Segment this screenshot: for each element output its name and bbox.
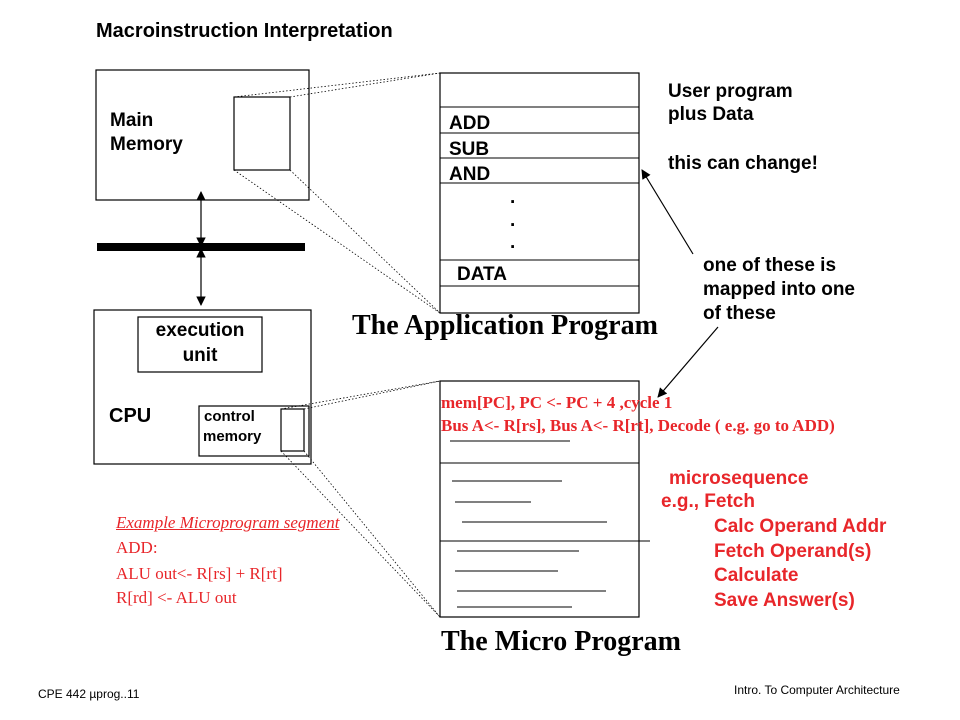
footer-left: CPE 442 µprog..11	[38, 687, 140, 701]
microsequence-step: Save Answer(s)	[714, 590, 855, 611]
main-memory-program-region	[233, 96, 291, 171]
mapping-note-line3: of these	[703, 303, 776, 324]
control-memory-label-line2: memory	[203, 428, 262, 445]
microsequence-step: Fetch Operand(s)	[714, 541, 872, 562]
micro-program-box	[439, 380, 640, 618]
control-memory-label-line1: control	[204, 408, 255, 425]
cpu-box	[93, 309, 312, 465]
user-program-note-line1: User program	[668, 81, 793, 102]
micro-instruction-fetch: mem[PC], PC <- PC + 4 ,cycle 1	[441, 393, 673, 412]
cpu-label: CPU	[109, 405, 152, 427]
zoom-line	[289, 72, 441, 98]
example-segment-line2: ALU out<- R[rs] + R[rt]	[116, 564, 283, 583]
micro-program-caption: The Micro Program	[441, 626, 682, 657]
mapping-arrow-up	[641, 169, 694, 255]
instruction-add: ADD	[449, 113, 491, 134]
user-program-note-line3: this can change!	[668, 153, 818, 174]
application-program-box	[439, 72, 640, 314]
data-label: DATA	[457, 264, 507, 285]
mapping-note-line2: mapped into one	[703, 279, 855, 300]
mapping-arrow-down	[657, 326, 719, 398]
application-program-caption: The Application Program	[352, 310, 658, 341]
microsequence-step: Calculate	[714, 565, 799, 586]
zoom-line	[233, 72, 441, 98]
microsequence-example: e.g., Fetch	[661, 491, 755, 512]
zoom-line	[280, 450, 441, 618]
main-memory-label-line2: Memory	[110, 134, 183, 155]
zoom-line	[289, 169, 441, 314]
execution-unit-box	[137, 316, 263, 373]
example-segment-heading: Example Microprogram segment	[116, 513, 340, 532]
footer-right: Intro. To Computer Architecture	[734, 683, 900, 697]
zoom-line	[303, 380, 441, 410]
zoom-line	[280, 380, 441, 410]
slide-title: Macroinstruction Interpretation	[96, 20, 393, 42]
zoom-line	[303, 450, 441, 618]
user-program-note-line2: plus Data	[668, 104, 754, 125]
control-memory-box	[198, 405, 310, 457]
mapping-note-line1: one of these is	[703, 255, 837, 276]
example-segment-line1: ADD:	[116, 538, 158, 557]
microsequence-step: Calc Operand Addr	[714, 516, 887, 537]
system-bus	[97, 243, 305, 251]
ellipsis-dot: .	[510, 210, 516, 231]
instruction-sub: SUB	[449, 139, 490, 160]
example-segment-line3: R[rd] <- ALU out	[116, 588, 237, 607]
micro-instruction-decode: Bus A<- R[rs], Bus A<- R[rt], Decode ( e…	[441, 416, 835, 435]
control-memory-region	[280, 408, 305, 452]
execution-unit-label-line2: unit	[182, 345, 218, 366]
ellipsis-dot: .	[510, 187, 516, 208]
zoom-line	[233, 169, 441, 314]
ellipsis-dot: .	[510, 232, 516, 253]
microsequence-heading: microsequence	[669, 468, 809, 489]
main-memory-label-line1: Main	[110, 110, 154, 131]
instruction-and: AND	[449, 164, 491, 185]
execution-unit-label-line1: execution	[155, 320, 245, 341]
